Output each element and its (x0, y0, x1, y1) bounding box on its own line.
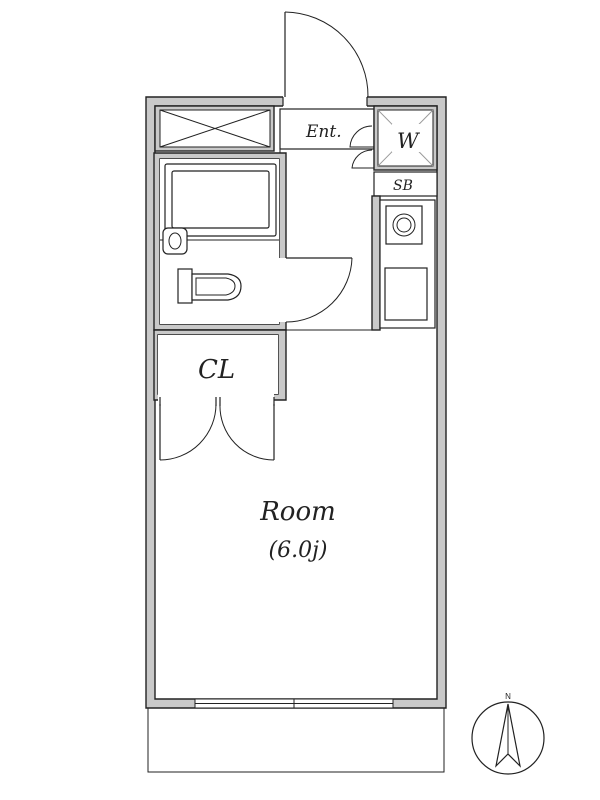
compass-icon: N (471, 692, 545, 775)
washer-label: W (397, 129, 421, 153)
entrance-opening (283, 95, 367, 108)
compass-north-label: N (505, 692, 511, 701)
entrance-label: Ent. (305, 122, 342, 142)
room-name: Room (259, 497, 336, 527)
room-size: (6.0j) (269, 538, 328, 563)
washbasin (162, 227, 188, 255)
closet-label: CL (198, 355, 235, 385)
kitchen-sink (384, 267, 428, 321)
closet (158, 335, 278, 394)
small-door-swing (349, 125, 374, 148)
burner-inner (396, 217, 412, 233)
kitchen-wall (371, 195, 381, 331)
bathtub-inner (171, 170, 270, 229)
washbasin-bowl (168, 232, 182, 250)
balcony (147, 707, 445, 773)
storage-cabinet (154, 105, 275, 152)
washer-space (373, 105, 438, 171)
toilet (177, 268, 242, 304)
stove (385, 205, 423, 245)
bath-door-swing (285, 257, 353, 323)
shoe-box-label: SB (393, 178, 413, 194)
entrance-door-swing (284, 11, 369, 98)
shoe-box (373, 171, 438, 197)
burner-outer (392, 213, 416, 237)
